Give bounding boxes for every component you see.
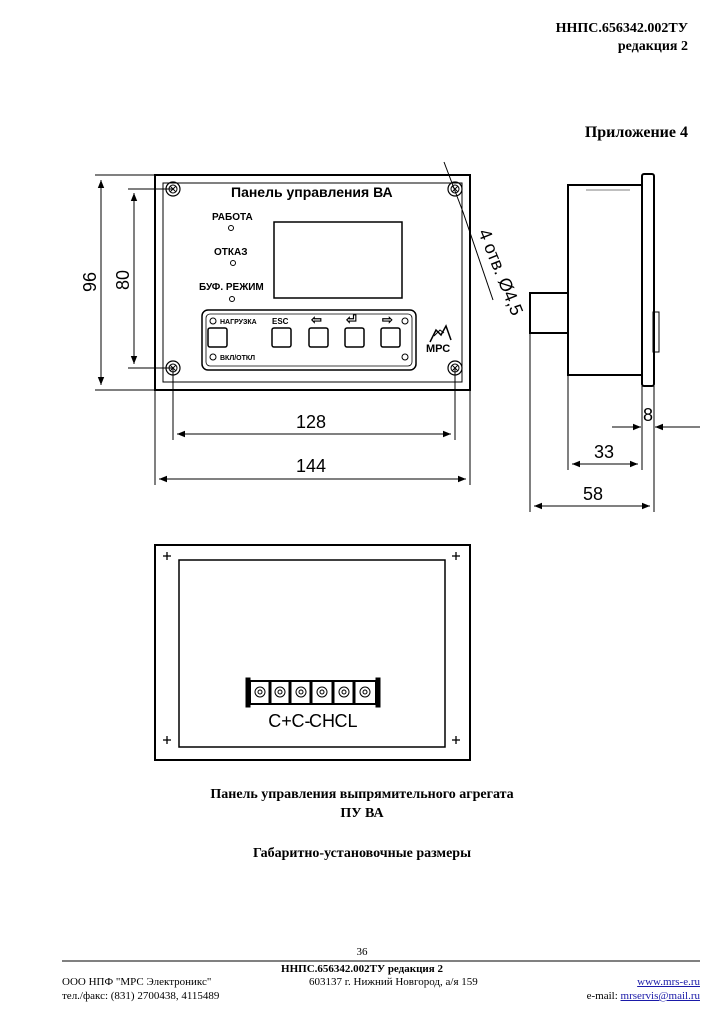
footer-company: ООО НПФ "МРС Электроникс" (62, 976, 212, 988)
left-button[interactable] (308, 327, 329, 348)
terminal-block-icon (245, 677, 381, 708)
led-label-work: РАБОТА (212, 212, 253, 223)
load-button[interactable] (207, 327, 228, 348)
esc-button[interactable] (271, 327, 292, 348)
side-view (529, 173, 660, 387)
email-link[interactable]: mrservis@mail.ru (620, 990, 700, 1002)
footer-doc-ref: ННПС.656342.002ТУ редакция 2 (281, 963, 443, 975)
led-fault-icon (230, 260, 236, 266)
button-label-load: НАГРУЗКА (220, 319, 257, 326)
led-label-buffer: БУФ. РЕЖИМ (199, 282, 264, 293)
front-view: Панель управления ВА РАБОТА ОТКАЗ БУФ. Р… (154, 161, 527, 391)
rear-view (154, 544, 471, 761)
page-number: 36 (356, 946, 368, 958)
hole-note: 4 отв. Ø4,5 (474, 226, 527, 318)
dimension-body: 33 (594, 442, 614, 462)
dimension-height-total: 96 (80, 272, 100, 292)
dimension-width-total: 144 (296, 456, 326, 476)
right-button[interactable] (380, 327, 401, 348)
display-window (273, 221, 403, 299)
led-label-fault: ОТКАЗ (214, 247, 247, 258)
button-label-right: ⇨ (382, 312, 393, 327)
document-revision: редакция 2 (617, 39, 688, 54)
dimension-flange: 8 (643, 405, 653, 425)
mrs-logo-icon (429, 324, 452, 343)
button-label-esc: ESC (272, 317, 289, 326)
website-link[interactable]: www.mrs-e.ru (637, 976, 700, 988)
footer-phone: тел./факс: (831) 2700438, 4115489 (62, 990, 220, 1002)
document-code: ННПС.656342.002ТУ (555, 21, 688, 36)
keypad-frame (201, 309, 417, 371)
logo-text: МРС (426, 343, 450, 355)
led-buffer-icon (229, 296, 235, 302)
terminal-label-ch: CH (309, 711, 335, 731)
button-label-enter: ⏎ (345, 312, 357, 327)
terminal-label-cminus: C- (292, 711, 311, 731)
dimension-width-holes: 128 (296, 412, 326, 432)
terminal-label-cplus: C+ (268, 711, 292, 731)
email-label: e-mail: (586, 990, 618, 1002)
enter-button[interactable] (344, 327, 365, 348)
dimension-height-holes: 80 (113, 270, 133, 290)
caption-title: Панель управления выпрямительного агрега… (210, 787, 514, 802)
appendix-title: Приложение 4 (584, 124, 688, 141)
led-work-icon (228, 225, 234, 231)
front-dimensions (95, 174, 471, 485)
dimension-total-depth: 58 (583, 484, 603, 504)
panel-title: Панель управления ВА (231, 184, 393, 200)
footer-address: 603137 г. Нижний Новгород, а/я 159 (309, 976, 478, 988)
button-label-left: ⇦ (310, 312, 322, 327)
caption-description: Габаритно-установочные размеры (252, 846, 472, 861)
mount-screw-icon (447, 181, 463, 197)
caption-subtitle: ПУ ВА (340, 806, 384, 821)
button-label-onoff: ВКЛ/ОТКЛ (220, 355, 255, 362)
terminal-label-cl: CL (334, 711, 357, 731)
side-dimensions (529, 333, 700, 512)
